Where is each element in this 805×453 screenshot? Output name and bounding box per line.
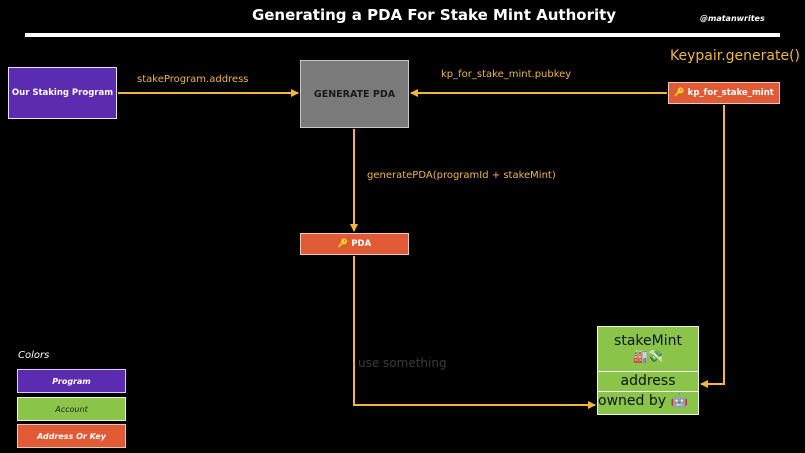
ghost-text: use something	[358, 356, 447, 370]
account-emoji: 🏭💸	[633, 349, 663, 363]
legend-account: Account	[17, 397, 126, 421]
title-underline	[25, 33, 780, 37]
edge-label-generate-pda: generatePDA(programId + stakeMint)	[367, 170, 556, 181]
keypair-generate-label: Keypair.generate()	[670, 48, 801, 64]
author-handle: @matanwrites	[700, 14, 765, 23]
account-title: stakeMint	[614, 333, 682, 349]
legend-address-or-key: Address Or Key	[17, 424, 126, 448]
arrow-keypair-to-account	[700, 105, 725, 388]
account-stake-mint: stakeMint 🏭💸 address owned by 🤖	[597, 326, 699, 415]
edge-label-keypair: kp_for_stake_mint.pubkey	[441, 69, 572, 80]
arrow-pda-to-account	[353, 256, 596, 409]
account-row-owned: owned by 🤖	[598, 393, 688, 409]
node-generate-pda: GENERATE PDA	[300, 60, 409, 128]
node-pda: 🔑 PDA	[300, 233, 409, 255]
edge-label-program: stakeProgram.address	[137, 74, 249, 85]
legend-title: Colors	[18, 350, 50, 361]
account-divider	[598, 391, 698, 392]
node-keypair: 🔑 kp_for_stake_mint	[668, 82, 780, 104]
node-staking-program: Our Staking Program	[8, 67, 117, 119]
account-row-address: address	[620, 373, 676, 389]
legend-program: Program	[17, 369, 126, 393]
account-divider	[598, 371, 698, 372]
diagram-title: Generating a PDA For Stake Mint Authorit…	[251, 6, 617, 24]
